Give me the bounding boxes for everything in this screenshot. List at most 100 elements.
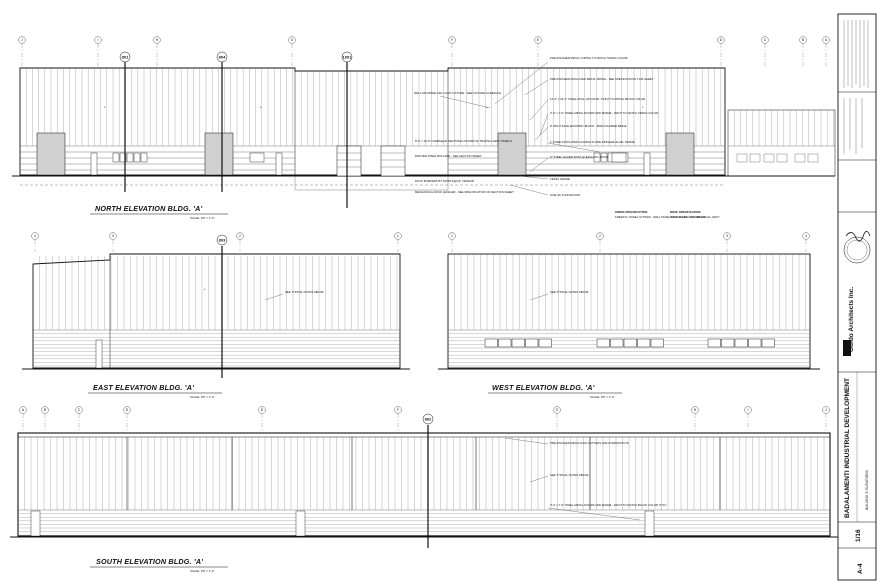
- window: [611, 152, 627, 163]
- svg-text:WALL MOUNTED LED LIGHT FIXTURE: WALL MOUNTED LED LIGHT FIXTURE - SEE FIX…: [414, 91, 501, 95]
- svg-text:SEE TYPICAL NOTES ABOVE: SEE TYPICAL NOTES ABOVE: [550, 473, 589, 477]
- title-block: Guido Architects Inc. BADALAMENTI INDUST…: [837, 13, 877, 581]
- svg-text:v: v: [486, 105, 488, 109]
- grid-bubble-label: H: [694, 408, 697, 412]
- south-scale: SCALE: 1/8" = 1'-0": [190, 569, 214, 573]
- grid-bubble-label: 3: [112, 234, 114, 238]
- svg-text:8" SPLIT FACE MASONRY BLOCK -: 8" SPLIT FACE MASONRY BLOCK - PRE-COLORE…: [550, 124, 627, 128]
- svg-text:v: v: [260, 105, 262, 109]
- west-scale: SCALE: 1/8" = 1'-0": [590, 395, 614, 399]
- grid-bubble-label: E: [537, 38, 540, 42]
- grid-bubble-label: C: [78, 408, 81, 412]
- window: [593, 152, 601, 163]
- svg-text:MECHANICAL DOCK LEVELER - SEE: MECHANICAL DOCK LEVELER - SEE SPECIFICAT…: [415, 190, 514, 194]
- north-notes-right: PRE-FINISHED METAL COPING TO MATCH SIDIN…: [494, 56, 658, 197]
- west-siding-panels: [454, 254, 806, 330]
- grid-bubble-label: I: [748, 408, 749, 412]
- window: [119, 152, 127, 163]
- svg-text:3'-0" x 7'-0" STEEL METAL DOOR: 3'-0" x 7'-0" STEEL METAL DOORS AND FRAM…: [550, 111, 658, 115]
- section-tag-801: 801: [119, 51, 131, 192]
- grid-bubble-label: E: [261, 408, 264, 412]
- east-masonry-band: [33, 333, 400, 367]
- grid-bubble-label: G: [556, 408, 559, 412]
- svg-text:PRE-FINISHED INSULATED METAL S: PRE-FINISHED INSULATED METAL SIDING - SE…: [550, 77, 654, 81]
- svg-text:v: v: [104, 105, 106, 109]
- window: [623, 338, 637, 348]
- east-note: SEE TYPICAL NOTES ABOVE: [285, 290, 324, 294]
- man-door: [643, 152, 651, 176]
- roll-up-door: [36, 132, 66, 176]
- man-door: [275, 152, 283, 176]
- grid-bubble-label: D: [126, 408, 129, 412]
- grid-bubble-label: 1: [451, 234, 453, 238]
- window: [721, 338, 735, 348]
- north-scale: SCALE: 1/8" = 1'-0": [190, 216, 214, 220]
- svg-text:1" FIXED INSULATED GLAZING IN: 1" FIXED INSULATED GLAZING IN PRE-FINISH…: [550, 140, 635, 144]
- east-elevation-title: EAST ELEVATION BLDG. 'A': [93, 383, 194, 392]
- grid-bubble-label: 4: [805, 234, 807, 238]
- svg-text:v: v: [642, 105, 644, 109]
- dock-door: [336, 145, 362, 177]
- grid-bubble-label: B: [44, 408, 47, 412]
- grid-bubble-label: F: [397, 408, 399, 412]
- east-scale: SCALE: 1/8" = 1'-0": [190, 395, 214, 399]
- window: [748, 338, 762, 348]
- svg-text:LINE OF FOUNDATION: LINE OF FOUNDATION: [550, 193, 580, 197]
- north-building-outline: [12, 67, 835, 191]
- window: [610, 338, 624, 348]
- specification-notes: SIDING SPECIFICATION: TREMCO / PANEL SYS…: [615, 210, 720, 219]
- grid-bubble-label: 3: [726, 234, 728, 238]
- grid-bubble-label: D: [720, 38, 723, 42]
- roll-up-door: [497, 132, 527, 176]
- window: [140, 152, 148, 163]
- architect-seal: [843, 236, 871, 264]
- window: [707, 338, 721, 348]
- project-name: BADALAMENTI INDUSTRIAL DEVELOPMENT: [844, 378, 851, 518]
- window: [133, 152, 141, 163]
- window: [600, 152, 608, 163]
- siding-spec-title: SIDING SPECIFICATION:: [615, 210, 648, 214]
- window: [484, 338, 498, 348]
- svg-text:802: 802: [425, 417, 432, 422]
- svg-text:v: v: [204, 287, 206, 291]
- man-door: [90, 152, 98, 176]
- man-door: [295, 510, 306, 537]
- roll-up-door: [204, 132, 234, 176]
- title-block-notes: [843, 20, 869, 154]
- section-tag-803: 803: [216, 234, 228, 378]
- north-windows: [112, 152, 629, 163]
- man-door: [644, 510, 655, 537]
- roof-spec-text: ROOF PANEL - COLOR: REGAL GRAY: [670, 215, 720, 219]
- svg-text:PAINTED STEEL BOLLARD - SEE SE: PAINTED STEEL BOLLARD - SEE SECTION SHEE…: [415, 154, 482, 158]
- south-masonry-band: [18, 513, 830, 536]
- window: [637, 338, 651, 348]
- signature: [845, 231, 871, 242]
- grid-bubble-label: H: [156, 38, 159, 42]
- svg-text:803: 803: [219, 238, 226, 243]
- grid-bubble-label: I: [98, 38, 99, 42]
- tag-label: 804: [219, 55, 226, 60]
- grid-bubble-label: A: [22, 408, 25, 412]
- north-elevation-title: NORTH ELEVATION BLDG. 'A': [95, 204, 203, 213]
- firm-logo: [843, 340, 851, 356]
- side-partial-elevation: [727, 109, 836, 177]
- south-siding-panels: [24, 437, 825, 510]
- west-note: SEE TYPICAL NOTES ABOVE: [550, 290, 589, 294]
- siding-spec-text: TREMCO / PANEL SYSTEM - WALL PANEL COLOR…: [615, 215, 705, 219]
- window: [650, 338, 664, 348]
- window: [249, 152, 265, 163]
- window: [538, 338, 552, 348]
- sheet-date: 1/16: [855, 529, 862, 542]
- section-tag-802: 802: [422, 413, 434, 548]
- grid-bubble-label: 4: [34, 234, 36, 238]
- grid-bubble-label: F: [451, 38, 453, 42]
- svg-text:DOCK BUMPERS BY DOOR EQUIP. VE: DOCK BUMPERS BY DOOR EQUIP. VENDOR: [415, 179, 474, 183]
- window: [112, 152, 120, 163]
